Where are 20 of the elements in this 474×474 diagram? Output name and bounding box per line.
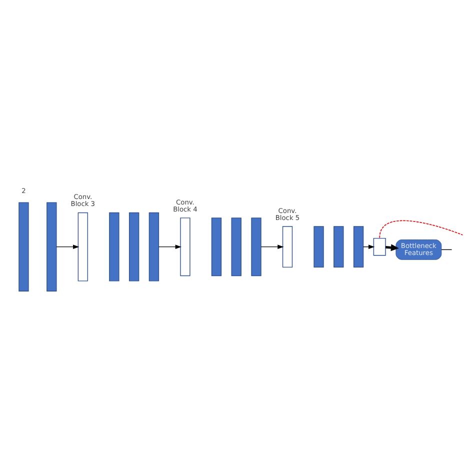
arrow xyxy=(158,244,182,249)
arrow xyxy=(260,244,284,249)
node-bar xyxy=(353,226,364,268)
arrow xyxy=(56,244,80,249)
node-bar xyxy=(251,218,262,276)
node-bar xyxy=(78,212,88,282)
node-bar xyxy=(109,212,120,282)
node-bar xyxy=(211,218,222,276)
node-bar xyxy=(314,226,324,268)
node-box xyxy=(373,238,386,256)
node-bar xyxy=(148,212,160,282)
node-bar xyxy=(46,202,57,292)
node-bar xyxy=(180,218,190,276)
node-bar xyxy=(282,226,293,268)
connector xyxy=(379,220,464,238)
node-bar xyxy=(128,212,140,282)
node-bar xyxy=(231,218,242,276)
node-bar xyxy=(18,202,29,292)
connector xyxy=(441,249,452,250)
node-bar xyxy=(334,226,344,268)
